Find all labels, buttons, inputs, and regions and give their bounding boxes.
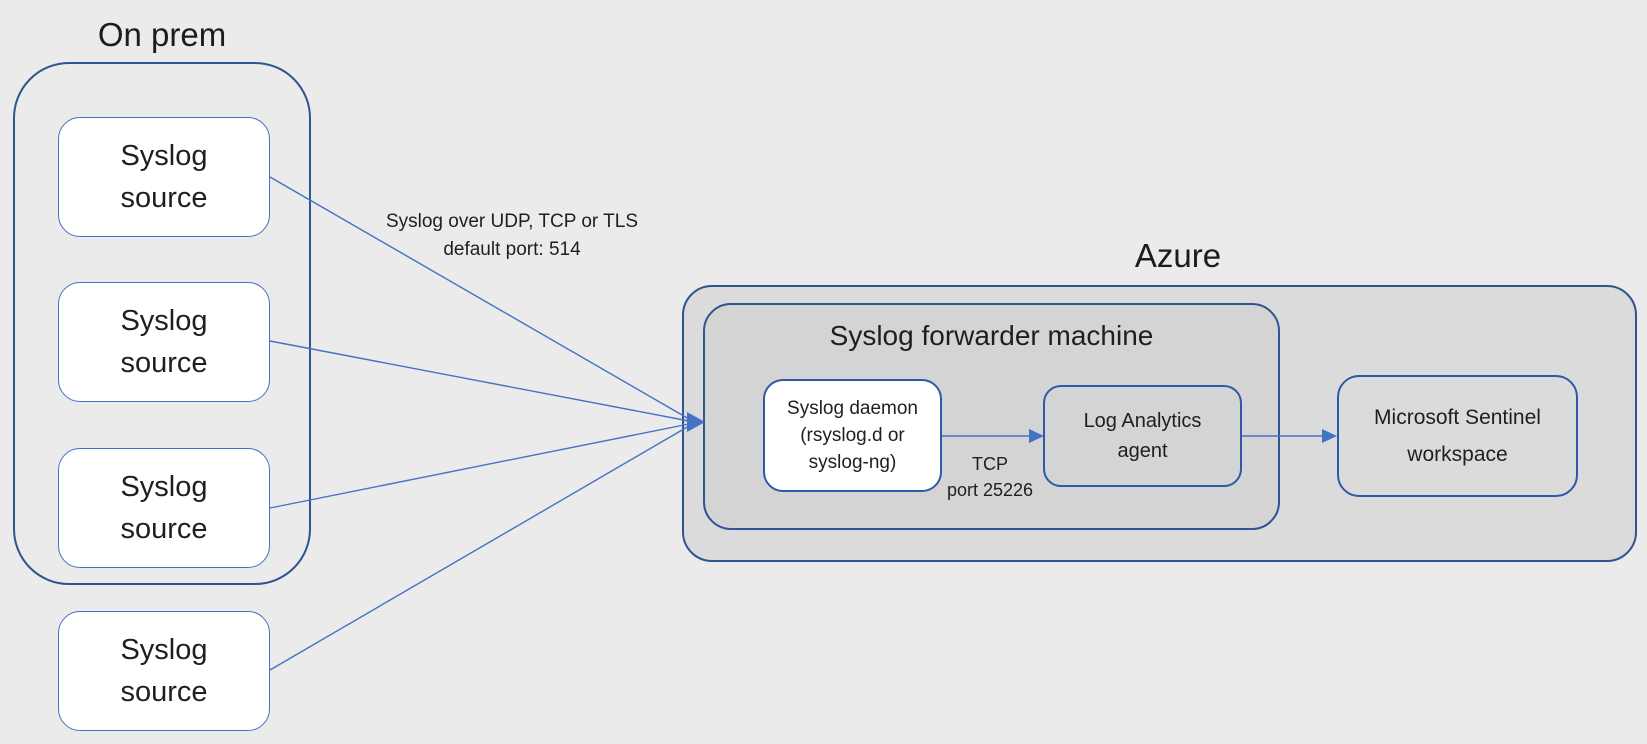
connector-source2-to-forwarder: [269, 340, 690, 422]
syslog-daemon-node: Syslog daemon (rsyslog.d or syslog-ng): [763, 379, 942, 492]
syslog-transport-label: Syslog over UDP, TCP or TLS default port…: [385, 211, 639, 260]
syslog-source-node-4: Syslog source: [58, 611, 270, 731]
on-prem-title: On prem: [97, 16, 227, 53]
syslog-source-node-2: Syslog source: [58, 282, 270, 402]
syslog-forwarder-machine-title: Syslog forwarder machine: [829, 320, 1154, 351]
azure-title: Azure: [1134, 237, 1222, 274]
log-analytics-agent-node: Log Analytics agent: [1043, 385, 1242, 487]
connector-source4-to-forwarder: [269, 425, 690, 671]
microsoft-sentinel-workspace-node: Microsoft Sentinel workspace: [1337, 375, 1578, 497]
connector-source3-to-forwarder: [269, 423, 690, 509]
syslog-source-node-1: Syslog source: [58, 117, 270, 237]
tcp-port-label: TCP port 25226: [946, 454, 1034, 500]
syslog-source-node-3: Syslog source: [58, 448, 270, 568]
